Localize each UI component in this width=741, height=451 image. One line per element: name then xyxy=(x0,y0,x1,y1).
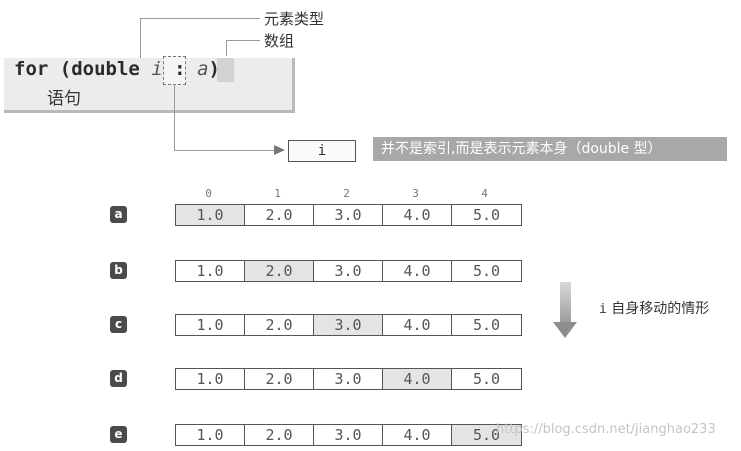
array-cell: 1.0 xyxy=(176,425,245,445)
row-badge-e: e xyxy=(110,426,127,443)
element-type-leader-h xyxy=(140,18,260,19)
row-badge-c: c xyxy=(110,316,127,333)
for-statement-code: for (double i : a) xyxy=(14,58,220,80)
array-cell: 2.0 xyxy=(245,425,314,445)
code-close: ) xyxy=(208,58,220,80)
code-statement-box xyxy=(4,58,295,113)
array-label: 数组 xyxy=(264,32,295,50)
movement-label: i 自身移动的情形 xyxy=(599,298,709,318)
movement-arrow-shaft xyxy=(560,282,571,324)
array-cell: 2.0 xyxy=(245,205,314,225)
array-cell: 5.0 xyxy=(472,316,501,334)
row-badge-d: d xyxy=(110,370,127,387)
code-open: (double xyxy=(48,58,152,80)
array-cell: 4.0 xyxy=(383,261,452,281)
index-label: 3 xyxy=(412,187,419,200)
down-arrow-icon xyxy=(553,322,577,338)
index-label: 0 xyxy=(205,187,212,200)
array-cell-current: 3.0 xyxy=(314,315,383,335)
code-variable: i xyxy=(151,58,163,80)
variable-arrow-head xyxy=(274,145,285,155)
array-cell: 3.0 xyxy=(314,369,383,389)
code-colon: : xyxy=(162,58,198,80)
row-badge-b: b xyxy=(110,262,127,279)
array-cell: 4.0 xyxy=(383,205,452,225)
array-cell: 1.0 xyxy=(176,315,245,335)
statement-label: 语句 xyxy=(47,89,81,109)
array-highlight xyxy=(217,58,234,82)
index-label: 1 xyxy=(274,187,281,200)
array-cell: 2.0 xyxy=(245,369,314,389)
watermark: https://blog.csdn.net/jianghao233 xyxy=(496,422,716,437)
index-label: 2 xyxy=(343,187,350,200)
array-cell: 3.0 xyxy=(314,205,383,225)
array-cell-current: 1.0 xyxy=(176,205,245,225)
movement-label-var: i xyxy=(599,302,607,317)
array-cell: 1.0 xyxy=(176,261,245,281)
array-cell: 3.0 xyxy=(314,261,383,281)
code-keyword: for xyxy=(14,58,49,80)
variable-note: 并不是索引,而是表示元素本身（double 型） xyxy=(373,137,727,161)
index-row: 0 1 2 3 4 xyxy=(174,187,519,200)
variable-connector-h xyxy=(174,150,274,151)
array-leader-v xyxy=(226,40,227,56)
element-type-label: 元素类型 xyxy=(264,10,325,28)
array-cell: 3.0 xyxy=(314,425,383,445)
array-leader-h xyxy=(226,40,260,41)
array-cell-current: 4.0 xyxy=(383,369,452,389)
array-cell: 2.0 xyxy=(245,315,314,335)
array-cell: 5.0 xyxy=(472,262,501,280)
variable-i-box: i xyxy=(288,140,356,162)
variable-connector-v xyxy=(174,84,175,150)
row-badge-a: a xyxy=(110,206,127,223)
array-cell: 5.0 xyxy=(472,370,501,388)
index-label: 4 xyxy=(481,187,488,200)
array-cell: 1.0 xyxy=(176,369,245,389)
array-cell: 4.0 xyxy=(383,425,452,445)
array-cell-current: 5.0 xyxy=(452,425,521,445)
array-cell-current: 2.0 xyxy=(245,261,314,281)
movement-label-text: 自身移动的情形 xyxy=(606,301,710,317)
element-type-leader-v xyxy=(140,18,141,58)
array-cell: 4.0 xyxy=(383,315,452,335)
code-array: a xyxy=(197,58,209,80)
array-cell: 5.0 xyxy=(472,206,501,224)
